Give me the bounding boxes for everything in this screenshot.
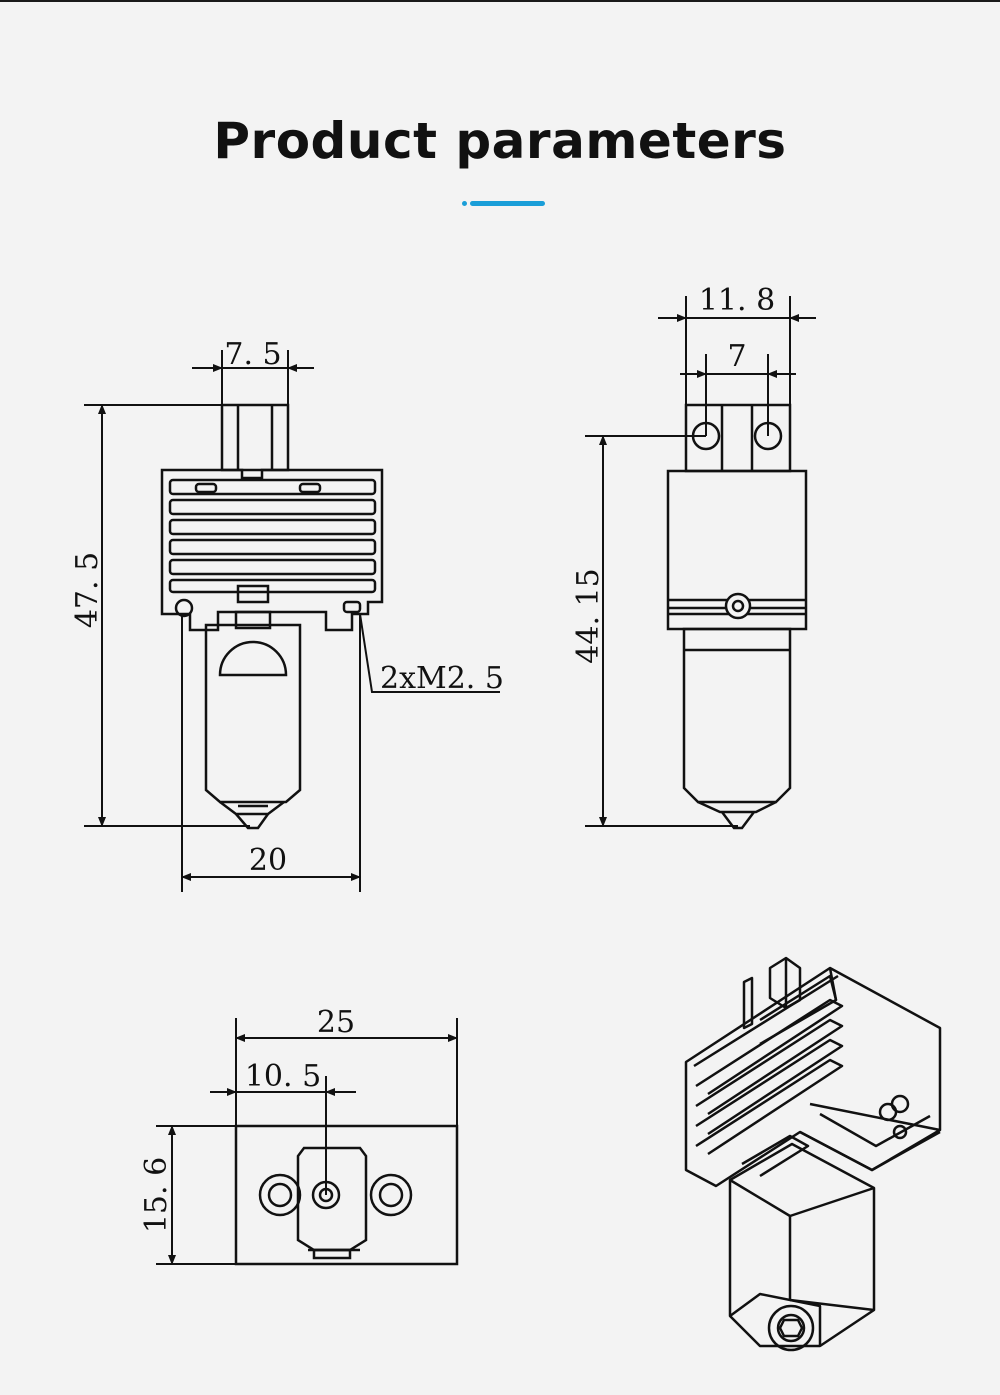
side-dim-height-label: 44. 15 bbox=[571, 568, 606, 663]
top-border-line bbox=[0, 0, 1000, 2]
front-heatsink bbox=[160, 468, 384, 632]
front-screw-label: 2xM2. 5 bbox=[380, 661, 504, 696]
bottom-dim-width-label: 25 bbox=[317, 1005, 355, 1040]
title-underline-dot bbox=[462, 201, 467, 206]
side-view bbox=[666, 403, 808, 830]
title-underline-bar bbox=[470, 201, 545, 206]
bottom-dim-offset-label: 10. 5 bbox=[245, 1059, 321, 1094]
bottom-view bbox=[234, 1124, 459, 1266]
page-title: Product parameters bbox=[213, 112, 787, 170]
front-dim-width-label: 20 bbox=[249, 843, 287, 878]
side-heatsink-body bbox=[666, 469, 808, 631]
front-dimensions bbox=[84, 350, 500, 892]
side-heater-block bbox=[682, 627, 792, 830]
front-top-pins bbox=[220, 403, 290, 472]
side-dimensions bbox=[585, 296, 816, 827]
side-top-pins bbox=[684, 403, 792, 473]
front-dim-top-label: 7. 5 bbox=[224, 337, 281, 372]
side-dim-inner-label: 7 bbox=[727, 339, 746, 374]
isometric-view bbox=[684, 956, 942, 1352]
side-dim-outer-label: 11. 8 bbox=[699, 283, 775, 318]
front-dim-height-label: 47. 5 bbox=[70, 552, 105, 628]
front-heater-block bbox=[204, 610, 302, 830]
bottom-dim-height-label: 15. 6 bbox=[139, 1157, 174, 1233]
front-view bbox=[160, 403, 384, 830]
bottom-dimensions bbox=[156, 1018, 458, 1265]
